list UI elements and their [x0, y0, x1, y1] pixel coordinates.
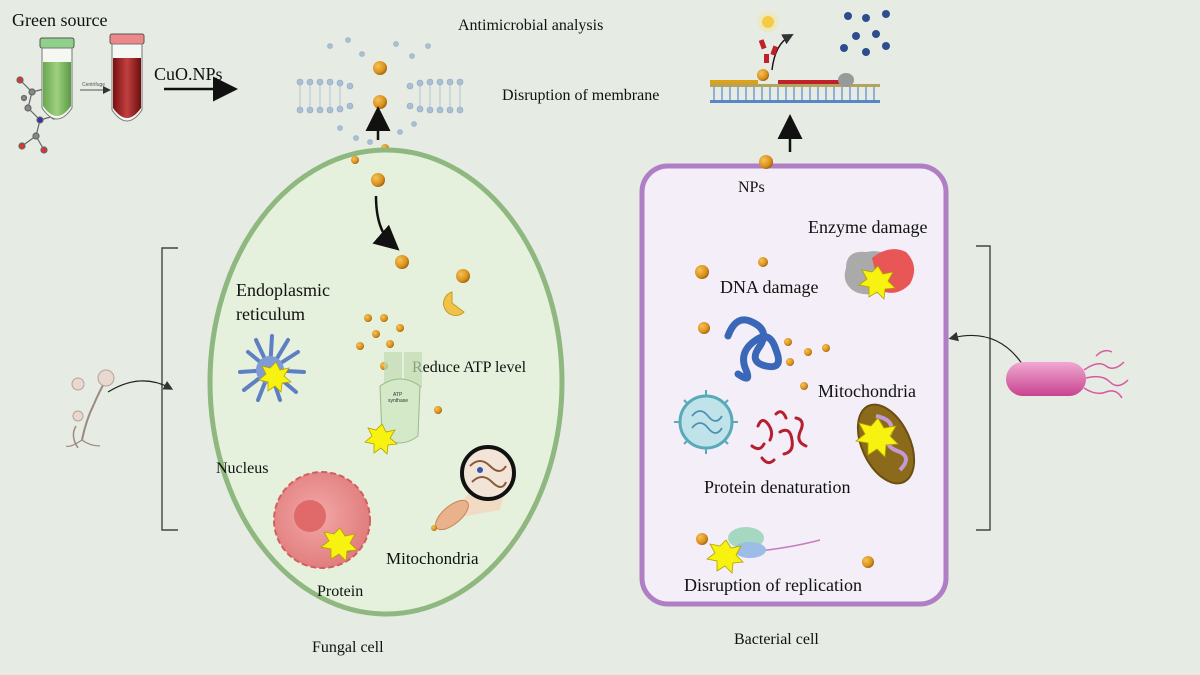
- nanoparticle-icon: [757, 69, 769, 81]
- nanoparticle-icon: [695, 265, 709, 279]
- nanoparticle-icon: [762, 16, 774, 28]
- dna-coil-icon: [724, 316, 782, 382]
- membrane-icon: [296, 37, 464, 145]
- membrane-disruption-fungal: Antimicrobial analysis: [296, 17, 603, 152]
- endoplasmic-label-line1: Endoplasmic: [236, 280, 330, 300]
- nanoparticle-icon: [373, 95, 387, 109]
- arrow-icon: [372, 195, 400, 251]
- bacterium-icon: [1006, 349, 1129, 399]
- disruption-of-replication-label: Disruption of replication: [684, 575, 862, 595]
- bacterium-bracket: [948, 245, 1129, 531]
- enzyme-fragment-icon: [758, 39, 779, 63]
- mitochondria-bacterial-label: Mitochondria: [818, 381, 916, 401]
- nanoparticle-icon: [395, 255, 409, 269]
- fungus-icon: [65, 369, 115, 449]
- nucleus-label: Nucleus: [216, 460, 268, 477]
- nanoparticle-icon: [351, 156, 359, 164]
- green-source-section: Green source Centrifuge CuO: [12, 10, 238, 154]
- fungal-cell: Fungal cell Endoplasmic reticulum Reduce…: [207, 147, 565, 656]
- bracket-icon: [161, 247, 178, 531]
- mitochondria-fungal-label: Mitochondria: [386, 549, 479, 568]
- nanoparticle-icon: [373, 61, 387, 75]
- antimicrobial-analysis-label: Antimicrobial analysis: [458, 17, 603, 34]
- fungal-cell-label: Fungal cell: [312, 639, 384, 656]
- protein-denaturation-label: Protein denaturation: [704, 477, 850, 497]
- nanoparticle-icon: [758, 257, 768, 267]
- damage-star-icon: [364, 423, 398, 455]
- cuo-nps-label: CuO.NPs: [154, 64, 223, 84]
- centrifuge-tube-icon: [109, 33, 145, 122]
- ion-dots: [840, 10, 890, 56]
- bacterial-cell: NPs Enzyme damage DNA damage Mitochondri…: [639, 155, 949, 648]
- arrow-icon: [771, 34, 794, 71]
- nanoparticle-icon: [456, 269, 470, 283]
- dna-damage-label: DNA damage: [720, 277, 818, 297]
- endoplasmic-label-line2: reticulum: [236, 304, 305, 324]
- membrane-disruption-bacterial: Disruption of membrane: [502, 10, 890, 152]
- bracket-icon: [976, 245, 991, 531]
- damage-star-icon: [858, 265, 896, 300]
- mitochondria-icon: [435, 445, 516, 531]
- damage-star-icon: [706, 539, 744, 574]
- ribosome-icon: [728, 527, 821, 558]
- damage-star-icon: [258, 361, 292, 393]
- enzyme-icon: [443, 291, 465, 316]
- centrifuge-tube-icon: [39, 37, 75, 120]
- nanoparticle-icon: [431, 525, 437, 531]
- protein-label: Protein: [317, 583, 363, 600]
- disruption-of-membrane-label: Disruption of membrane: [502, 87, 659, 104]
- damage-star-icon: [320, 527, 358, 562]
- enzyme-damage-label: Enzyme damage: [808, 217, 927, 237]
- atp-synthase-icon: ATP synthase: [379, 352, 422, 444]
- arrow-icon: [107, 380, 174, 393]
- nanoparticle-icon: [862, 556, 874, 568]
- nucleus-icon: [273, 471, 371, 569]
- nanoparticle-icon: [434, 406, 442, 414]
- nanoparticle-icon: [698, 322, 710, 334]
- reduce-atp-label: Reduce ATP level: [412, 359, 527, 376]
- dna-strand-icon: [710, 73, 880, 103]
- atp-synthase-label-line1: ATP: [393, 392, 403, 398]
- damage-star-icon: [855, 417, 899, 458]
- np-cluster: [784, 338, 830, 390]
- fungus-bracket: [65, 247, 178, 531]
- arrow-icon: [948, 331, 1027, 371]
- denatured-protein-icon: [750, 410, 808, 465]
- virus-icon: [674, 390, 738, 454]
- nanoparticle-icon: [371, 173, 385, 187]
- nanoparticle-icon: [696, 533, 708, 545]
- bacterial-cell-label: Bacterial cell: [734, 631, 819, 648]
- green-source-label: Green source: [12, 10, 107, 30]
- nps-label: NPs: [738, 179, 765, 196]
- nanoparticle-icon: [759, 155, 773, 169]
- centrifuge-label: Centrifuge: [82, 82, 105, 88]
- atp-synthase-label-line2: synthase: [388, 398, 408, 404]
